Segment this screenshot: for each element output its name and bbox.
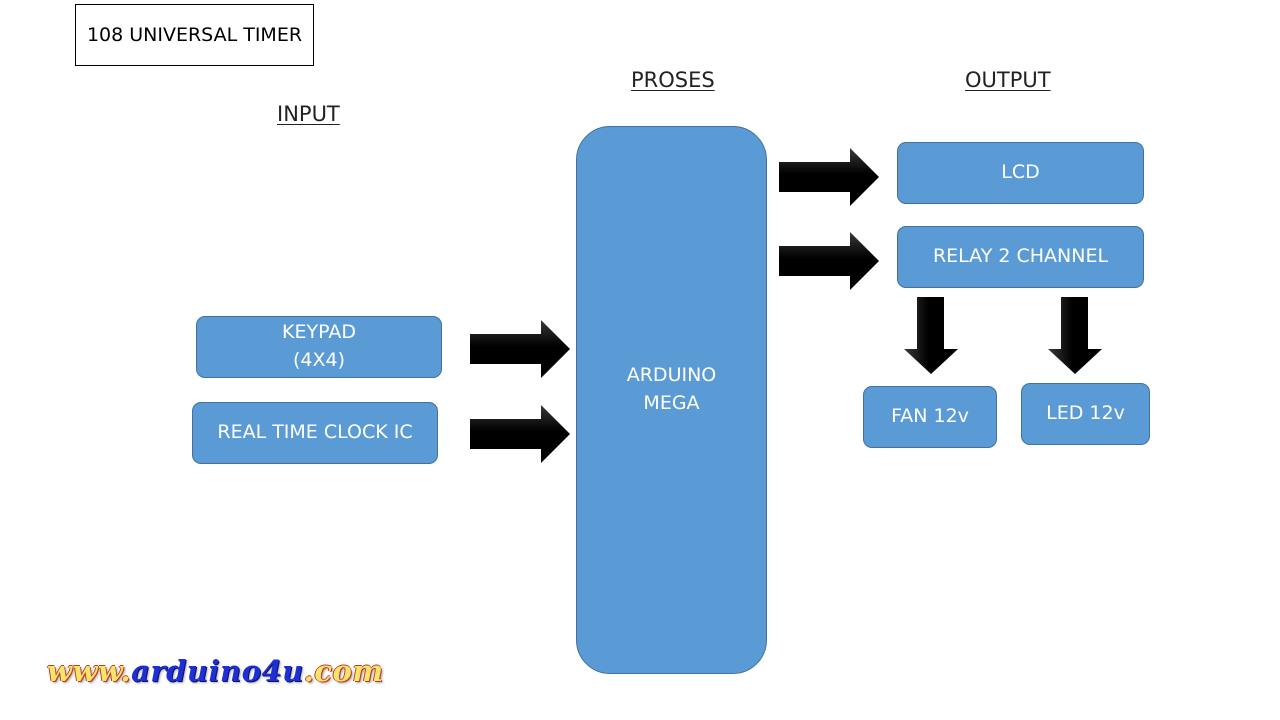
arduino-block: ARDUINO MEGA [576, 126, 767, 674]
diagram-title: 108 UNIVERSAL TIMER [75, 4, 314, 66]
fan-label: FAN 12v [891, 405, 969, 428]
relay-block: RELAY 2 CHANNEL [897, 226, 1144, 288]
arrow-relay-to-led [1048, 297, 1102, 374]
arrow-arduino-to-lcd [779, 148, 879, 206]
heading-input: INPUT [277, 102, 340, 126]
keypad-block: KEYPAD (4X4) [196, 316, 442, 378]
lcd-label: LCD [1001, 161, 1040, 184]
arrow-keypad-to-arduino [470, 320, 570, 378]
fan-block: FAN 12v [863, 386, 997, 448]
watermark-prefix: www. [47, 654, 132, 688]
led-label: LED 12v [1046, 402, 1125, 425]
rtc-block: REAL TIME CLOCK IC [192, 402, 438, 464]
lcd-block: LCD [897, 142, 1144, 204]
watermark-suffix: .com [303, 654, 384, 688]
keypad-label: KEYPAD (4X4) [282, 321, 356, 371]
relay-label: RELAY 2 CHANNEL [932, 245, 1109, 268]
heading-proses: PROSES [631, 68, 715, 92]
rtc-label: REAL TIME CLOCK IC [217, 421, 413, 444]
watermark-middle: arduino4u [131, 654, 304, 688]
led-block: LED 12v [1021, 383, 1150, 445]
arduino-label: ARDUINO MEGA [626, 364, 717, 414]
website-watermark: www.arduino4u.com [47, 654, 384, 688]
arrow-relay-to-fan [904, 297, 958, 374]
heading-output: OUTPUT [965, 68, 1051, 92]
arrow-arduino-to-relay [779, 232, 879, 290]
arrow-rtc-to-arduino [470, 405, 570, 463]
